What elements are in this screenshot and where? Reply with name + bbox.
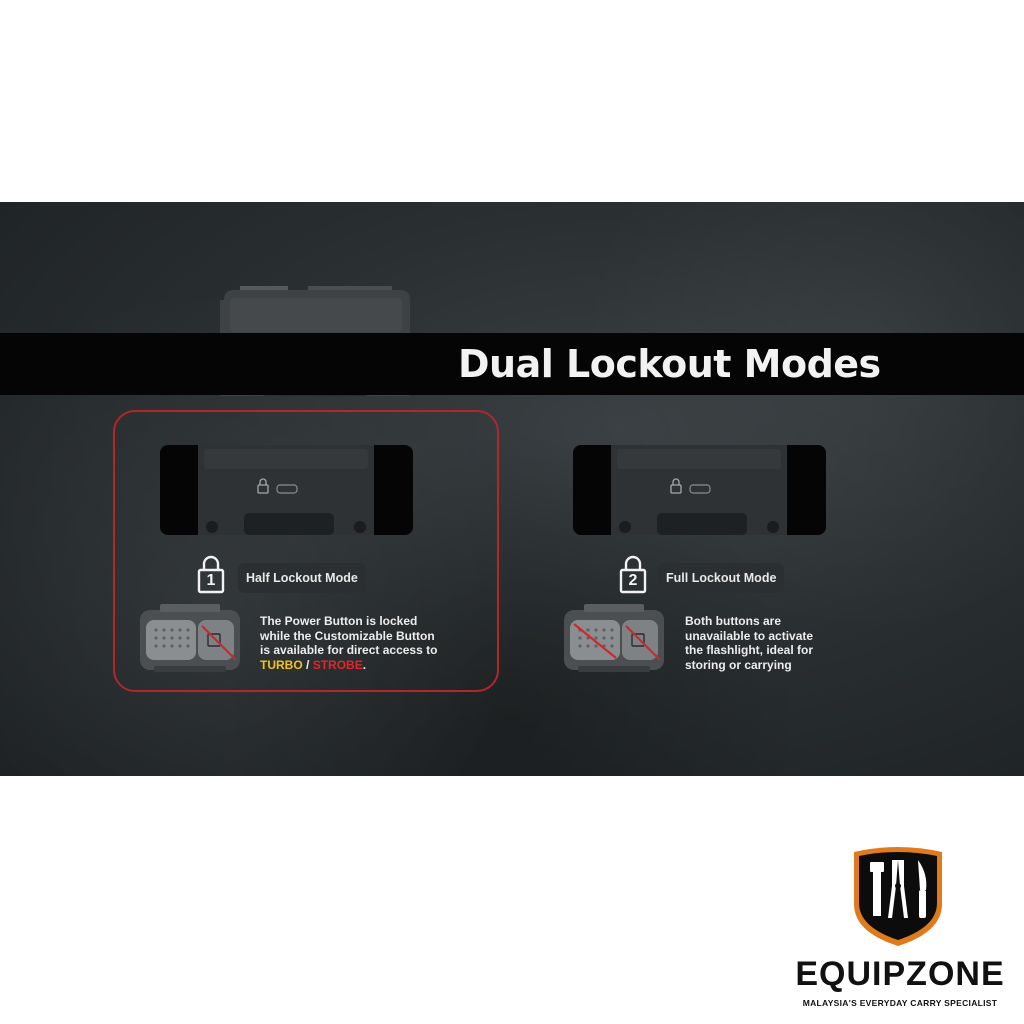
brand-name: EQUIPZONE [795, 955, 1005, 993]
lock-icon: 2 [619, 554, 647, 594]
pliers-icon [888, 860, 908, 918]
mode-2-label: Full Lockout Mode [658, 563, 785, 593]
knife-icon [918, 860, 927, 918]
mode-1-description: The Power Button is locked while the Cus… [260, 614, 485, 672]
mode-1-access-line: TURBO / STROBE. [260, 658, 485, 673]
mode-2-description-line: the flashlight, ideal for [685, 643, 814, 657]
mode-2-description-line: unavailable to activate [685, 628, 814, 643]
title-bar [0, 333, 1024, 395]
separator: / [302, 657, 313, 672]
brand-tagline: MALAYSIA'S EVERYDAY CARRY SPECIALIST [802, 998, 998, 1008]
mode-1-description-line: while the Customizable Button [260, 628, 435, 643]
mode-1-device-image [160, 445, 413, 535]
mode-2-description-line: storing or carrying [685, 657, 792, 672]
mode-1-buttons-image [138, 604, 242, 674]
period: . [362, 657, 367, 672]
mode-2-buttons-image [562, 604, 666, 674]
brand-logo: EQUIPZONE MALAYSIA'S EVERYDAY CARRY SPEC… [780, 846, 1020, 1016]
shield-emblem [848, 846, 948, 948]
product-banner: Dual Lockout Modes [0, 202, 1024, 776]
half-lockout-highlight-frame [113, 410, 499, 692]
turbo-label: TURBO [260, 657, 303, 672]
lock-icon: 1 [197, 554, 225, 594]
mode-2-description: Both buttons are unavailable to activate… [685, 614, 875, 672]
mode-1-number: 1 [206, 572, 216, 589]
mode-2-device-image [573, 445, 826, 535]
flashlight-icon [870, 862, 884, 916]
mode-1-label: Half Lockout Mode [238, 563, 366, 593]
strobe-label: STROBE [312, 657, 363, 672]
mode-2-number: 2 [628, 572, 638, 589]
page-title: Dual Lockout Modes [458, 342, 881, 386]
mode-1-description-line: is available for direct access to [260, 643, 438, 657]
mode-2-description-line: Both buttons are [685, 614, 781, 628]
mode-1-description-line: The Power Button is locked [260, 614, 418, 628]
